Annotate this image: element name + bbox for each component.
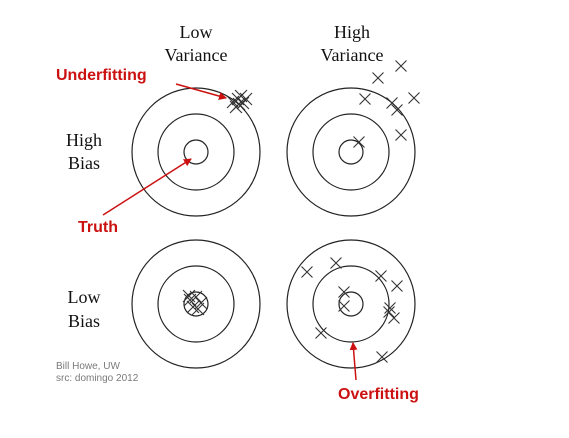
arrow-overfitting [349,342,358,381]
target-high-bias-low-variance [131,87,261,217]
cross-marker [395,60,407,72]
column-header-low-variance-line1: Low [180,22,213,42]
credit-source: src: domingo 2012 [56,373,139,384]
cross-marker [376,351,388,363]
target-bullseye [183,139,209,165]
cross-marker [395,129,407,141]
credit-author: Bill Howe, UW [56,361,120,372]
cross-marker [194,296,208,310]
target-ring-outer [131,87,261,217]
cross-marker [191,302,205,316]
target-ring-outer [286,239,416,369]
cross-marker [391,280,403,292]
column-header-high-variance-line1: High [334,22,370,42]
target-ring-middle [157,265,235,343]
annotation-truth: Truth [78,219,118,236]
cross-marker [353,136,365,148]
cross-marker [239,92,253,106]
cross-marker [372,72,384,84]
cross-marker [408,92,420,104]
target-ring-middle [157,113,235,191]
cross-marker [182,289,196,303]
target-ring-middle [312,265,390,343]
cross-marker [315,327,327,339]
cross-marker [391,104,403,116]
cross-marker [330,257,342,269]
row-header-low-bias-line1: Low [68,287,101,307]
row-header-low-bias-line2: Bias [68,311,100,331]
cross-marker [232,97,246,111]
column-header-high-variance-line2: Variance [321,45,384,65]
cross-marker [186,300,200,314]
cross-marker [301,266,313,278]
row-header-high-bias-line1: High [66,130,102,150]
cross-marker [384,302,396,314]
target-ring-outer [131,239,261,369]
target-ring-middle [312,113,390,191]
cross-marker [388,312,400,324]
cross-marker [338,300,350,312]
target-low-bias-low-variance [131,239,261,369]
arrow-underfitting [175,83,227,100]
markers-low-bias-low-variance [182,289,208,316]
cross-marker [183,293,197,307]
target-ring-outer [286,87,416,217]
annotation-underfitting: Underfitting [56,67,147,84]
cross-marker [375,270,387,282]
target-bullseye [338,139,364,165]
cross-marker [386,97,398,109]
markers-high-bias-high-variance [353,60,420,148]
target-bullseye [183,291,209,317]
target-bullseye [338,291,364,317]
cross-marker [359,93,371,105]
annotation-overfitting: Overfitting [338,386,419,403]
target-high-bias-high-variance [286,87,416,217]
target-low-bias-high-variance [286,239,416,369]
cross-marker [383,306,395,318]
cross-marker [338,286,350,298]
cross-marker [236,96,250,110]
row-header-high-bias-line2: Bias [68,153,100,173]
markers-low-bias-high-variance [301,257,403,363]
arrow-truth [102,158,192,216]
markers-high-bias-low-variance [226,89,253,114]
column-header-low-variance-line2: Variance [165,45,228,65]
